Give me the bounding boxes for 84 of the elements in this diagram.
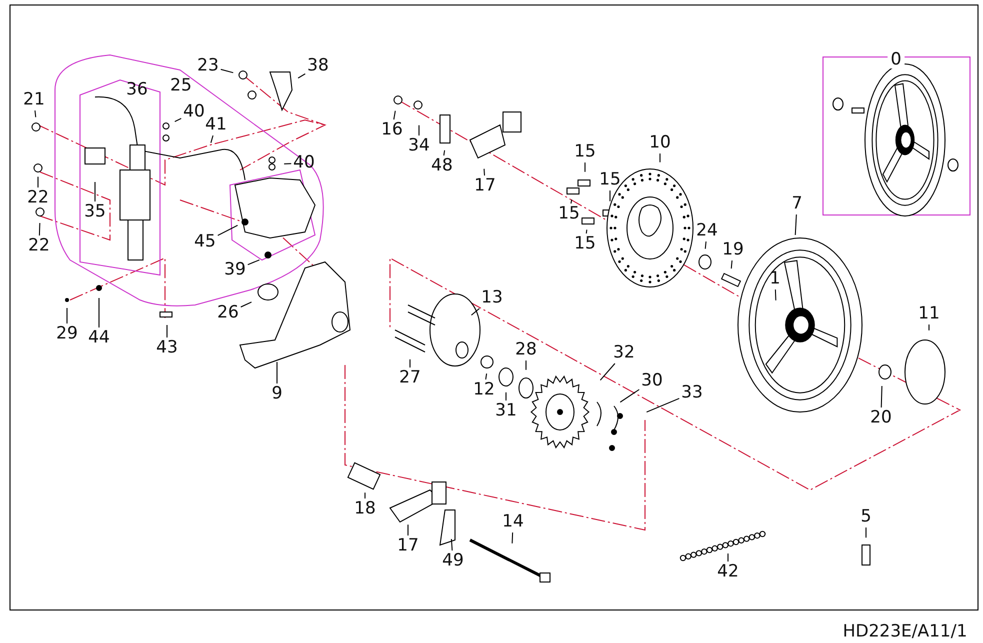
leader-line	[276, 362, 278, 384]
callout-number: 1	[770, 270, 780, 288]
callout-number: 18	[354, 500, 376, 518]
callout-number: 15	[574, 236, 596, 252]
callout-number: 22	[27, 190, 49, 206]
leader-line	[484, 168, 485, 176]
callout-number: 41	[205, 116, 227, 134]
leader-line	[217, 224, 238, 236]
callout-number: 48	[431, 158, 453, 174]
callout-number: 20	[870, 410, 892, 426]
callout-number: 23	[197, 58, 219, 74]
leader-line	[98, 298, 100, 328]
callout-number: 40	[183, 104, 205, 120]
callout-number: 24	[696, 222, 718, 240]
leader-line	[174, 118, 182, 122]
callout-number: 26	[217, 304, 239, 322]
leader-line	[600, 363, 616, 381]
assembly-number: 0	[888, 52, 904, 68]
leader-line	[586, 229, 588, 234]
callout-number: 27	[399, 370, 421, 386]
callout-number: 16	[381, 122, 403, 138]
callout-number: 28	[515, 342, 537, 358]
callout-number: 17	[397, 538, 419, 554]
leader-line	[418, 124, 420, 136]
leader-line	[794, 214, 797, 236]
leader-line	[584, 162, 586, 172]
callout-number: 19	[722, 242, 744, 258]
leader-line	[774, 289, 776, 301]
leader-line	[66, 308, 68, 324]
group-number: 36	[125, 82, 149, 98]
callout-number: 32	[613, 344, 635, 362]
callout-number: 5	[860, 508, 872, 526]
callout-number: 44	[88, 330, 110, 346]
leader-line	[220, 68, 234, 74]
callout-number: 31	[495, 402, 517, 420]
leader-line	[210, 135, 214, 144]
leader-line	[247, 259, 260, 266]
callout-number: 15	[599, 172, 621, 188]
callout-number: 42	[717, 564, 739, 580]
callout-number: 12	[473, 382, 495, 398]
callout-number: 21	[23, 92, 45, 108]
leader-line	[512, 532, 514, 544]
leader-line	[450, 538, 453, 551]
leader-line	[646, 398, 680, 413]
leader-line	[284, 163, 292, 164]
callout-number: 39	[224, 262, 246, 278]
leader-line	[38, 222, 40, 236]
leader-line	[704, 241, 706, 250]
leader-line	[34, 110, 36, 118]
callout-number: 22	[28, 238, 50, 254]
leader-line	[880, 386, 882, 408]
callout-number: 34	[408, 138, 430, 154]
callout-number: 45	[194, 234, 216, 250]
callout-number: 35	[84, 204, 106, 220]
callout-number: 43	[156, 340, 178, 356]
callout-number: 30	[641, 372, 663, 390]
callout-number: 11	[918, 306, 940, 322]
leader-line	[166, 324, 168, 338]
callout-number: 17	[474, 178, 496, 194]
leader-line	[620, 389, 640, 403]
callout-number: 10	[649, 134, 671, 152]
leader-line	[570, 199, 572, 204]
leader-line	[298, 73, 306, 79]
callout-number: 38	[307, 58, 329, 74]
leader-line	[470, 308, 480, 316]
leader-line	[928, 324, 930, 331]
callout-number: 49	[442, 552, 464, 570]
callout-number: 7	[792, 196, 802, 212]
callout-number: 33	[681, 384, 703, 402]
leader-line	[730, 260, 732, 270]
leader-line	[94, 182, 96, 202]
leader-line	[485, 373, 488, 380]
leader-line	[393, 110, 396, 120]
callout-number: 15	[574, 144, 596, 160]
leader-line	[443, 150, 446, 156]
drawing-code: HD223E/A11/1	[842, 624, 968, 640]
callout-number: 15	[558, 206, 580, 222]
callout-number: 29	[56, 326, 78, 342]
callout-number: 14	[502, 514, 524, 530]
leader-line	[364, 492, 366, 499]
callout-number: 13	[481, 290, 503, 306]
group-number: 25	[169, 78, 193, 94]
callout-number: 9	[272, 386, 282, 402]
leader-line	[240, 302, 252, 308]
